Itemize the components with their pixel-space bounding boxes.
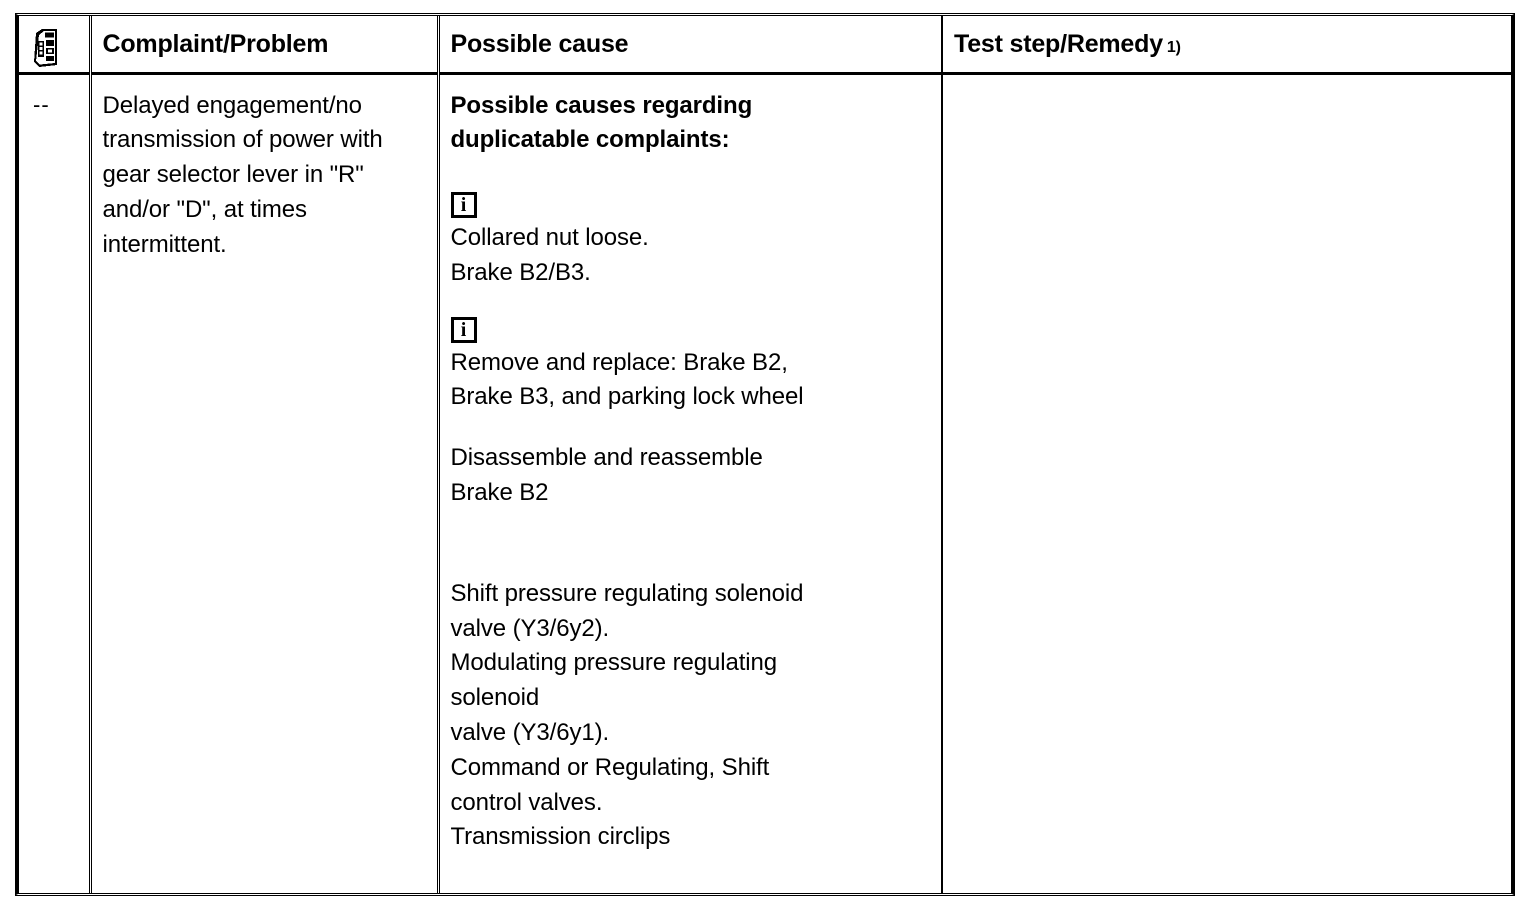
- cause-block-3-text: Disassemble and reassemble Brake B2: [450, 444, 763, 507]
- handheld-scanner-icon: [34, 29, 57, 67]
- cause-block-1-text: Collared nut loose. Brake B2/B3.: [450, 224, 649, 286]
- header-label-cause: Possible cause: [450, 30, 629, 58]
- header-cell-complaint: Complaint/Problem: [90, 16, 440, 75]
- table-row: -- Delayed engagement/no transmission of…: [19, 73, 1511, 893]
- spacer: [451, 511, 930, 577]
- table-grid: Complaint/Problem Possible cause Test st…: [19, 16, 1511, 893]
- cause-block-4-text: Shift pressure regulating solenoid valve…: [450, 579, 804, 851]
- spacer: [451, 291, 930, 317]
- row-marker: --: [33, 91, 50, 117]
- header-label-remedy: Test step/Remedy: [954, 30, 1163, 58]
- cause-block-2: i Remove and replace: Brake B2, Brake B3…: [450, 316, 930, 416]
- cause-block-2-text: Remove and replace: Brake B2, Brake B3, …: [450, 348, 804, 411]
- spacer: [451, 158, 930, 192]
- table-header-row: Complaint/Problem Possible cause Test st…: [19, 16, 1511, 75]
- remedy-text-wrap: [943, 75, 1511, 89]
- row-cell-remedy: [942, 73, 1511, 893]
- row-cell-cause: Possible causes regarding duplicatable c…: [438, 73, 943, 893]
- header-cell-scanner-icon: [19, 16, 92, 75]
- cause-heading: Possible causes regarding duplicatable c…: [450, 91, 753, 154]
- info-box-icon: i: [450, 192, 477, 219]
- complaint-text-wrap: Delayed engagement/no transmission of po…: [92, 75, 437, 263]
- cause-block-1: i Collared nut loose. Brake B2/B3.: [450, 192, 930, 291]
- info-box-icon: i: [450, 316, 477, 343]
- header-footnote-marker: 1): [1166, 39, 1181, 56]
- header-cell-cause: Possible cause: [438, 16, 943, 75]
- complaint-text: Delayed engagement/no transmission of po…: [102, 91, 383, 258]
- row-cell-complaint: Delayed engagement/no transmission of po…: [90, 73, 440, 893]
- row-marker-cell: --: [19, 73, 92, 893]
- diagnostic-table: Complaint/Problem Possible cause Test st…: [15, 13, 1515, 896]
- cause-text-wrap: Possible causes regarding duplicatable c…: [440, 75, 942, 856]
- spacer: [451, 415, 930, 441]
- header-label-complaint: Complaint/Problem: [102, 30, 329, 58]
